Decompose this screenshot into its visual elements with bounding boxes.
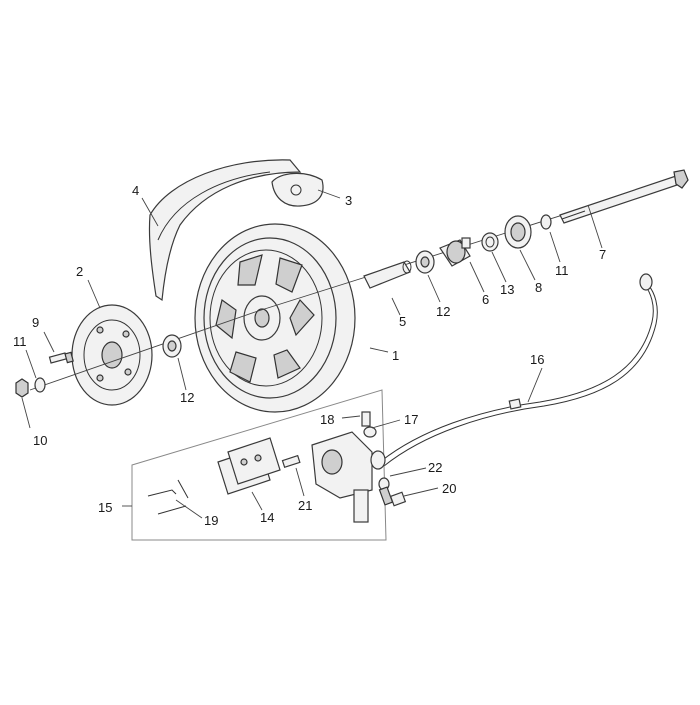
part-speedo-drive [439, 237, 471, 267]
callout-15: 15 [98, 500, 112, 515]
part-caliper-bolt [378, 486, 407, 507]
callout-20: 20 [442, 481, 456, 496]
callout-12-right: 12 [436, 304, 450, 319]
part-brake-disc [71, 304, 153, 406]
callout-21: 21 [298, 498, 312, 513]
part-dust-cover [504, 215, 532, 249]
callout-6: 6 [482, 292, 489, 307]
callout-4: 4 [132, 183, 139, 198]
callout-13: 13 [500, 282, 514, 297]
part-caliper [311, 431, 373, 523]
part-banjo-fitting [361, 411, 386, 470]
callout-10: 10 [33, 433, 47, 448]
callout-3: 3 [345, 193, 352, 208]
callout-22: 22 [428, 460, 442, 475]
callout-19: 19 [204, 513, 218, 528]
part-bearing-right [415, 250, 435, 274]
part-bleed-screw [281, 454, 301, 469]
leader-lines [21, 189, 603, 519]
callout-5: 5 [399, 314, 406, 329]
callout-1: 1 [392, 348, 399, 363]
part-pad-spring [147, 479, 189, 515]
part-washer-left [34, 377, 46, 393]
callout-18: 18 [320, 412, 334, 427]
callout-16: 16 [530, 352, 544, 367]
part-nut [15, 378, 29, 398]
part-bracket [271, 172, 324, 207]
part-ring [481, 232, 499, 252]
callout-17: 17 [404, 412, 418, 427]
brake-assembly-frame [131, 389, 387, 541]
part-bearing-left [162, 334, 182, 358]
callout-9: 9 [32, 315, 39, 330]
part-fender [148, 159, 302, 302]
callout-7: 7 [599, 247, 606, 262]
part-bolt-9 [48, 351, 74, 364]
callout-11-left: 11 [13, 334, 27, 349]
callout-8: 8 [535, 280, 542, 295]
part-axle [559, 169, 689, 224]
part-washer-right [540, 214, 552, 230]
part-spacer-tube [363, 260, 412, 289]
part-brake-pads [217, 437, 281, 495]
callout-14: 14 [260, 510, 274, 525]
callout-2: 2 [76, 264, 83, 279]
callout-11-right: 11 [555, 263, 569, 278]
part-brake-hose [379, 273, 658, 467]
part-wheel [194, 223, 356, 413]
callout-labels: 1 2 3 4 5 6 7 8 9 10 11 11 12 12 13 14 1… [13, 183, 606, 528]
callout-12-left: 12 [180, 390, 194, 405]
